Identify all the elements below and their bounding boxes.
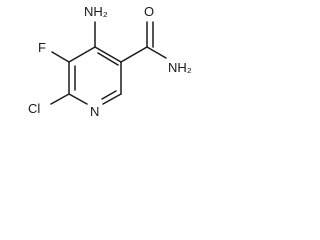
oxygen-label: O — [144, 4, 154, 19]
bond-c4-c3 — [94, 46, 122, 63]
amide-nh2-label: NH₂ — [168, 60, 192, 75]
bond-carbonyl-nh2 — [146, 46, 167, 59]
substituent-bonds — [50, 21, 167, 105]
chemical-structure-diagram: NH₂ F Cl N O NH₂ — [28, 4, 192, 119]
fluorine-label: F — [38, 40, 46, 55]
bond-c3-carbonyl — [120, 46, 148, 63]
pyridine-ring — [68, 46, 122, 105]
chlorine-label: Cl — [28, 101, 40, 116]
bond-c5-f — [51, 51, 70, 63]
atom-labels: NH₂ F Cl N O NH₂ — [28, 4, 192, 119]
amino-nh2-label: NH₂ — [84, 4, 108, 19]
bond-c2-n-double — [101, 90, 117, 100]
bond-c2-n — [102, 93, 122, 105]
bond-c4-c3-double — [97, 52, 119, 66]
ring-nitrogen-label: N — [90, 104, 99, 119]
bond-n-c6 — [68, 93, 88, 105]
bond-c6-cl — [50, 93, 70, 105]
bond-c5-c4 — [68, 46, 96, 63]
